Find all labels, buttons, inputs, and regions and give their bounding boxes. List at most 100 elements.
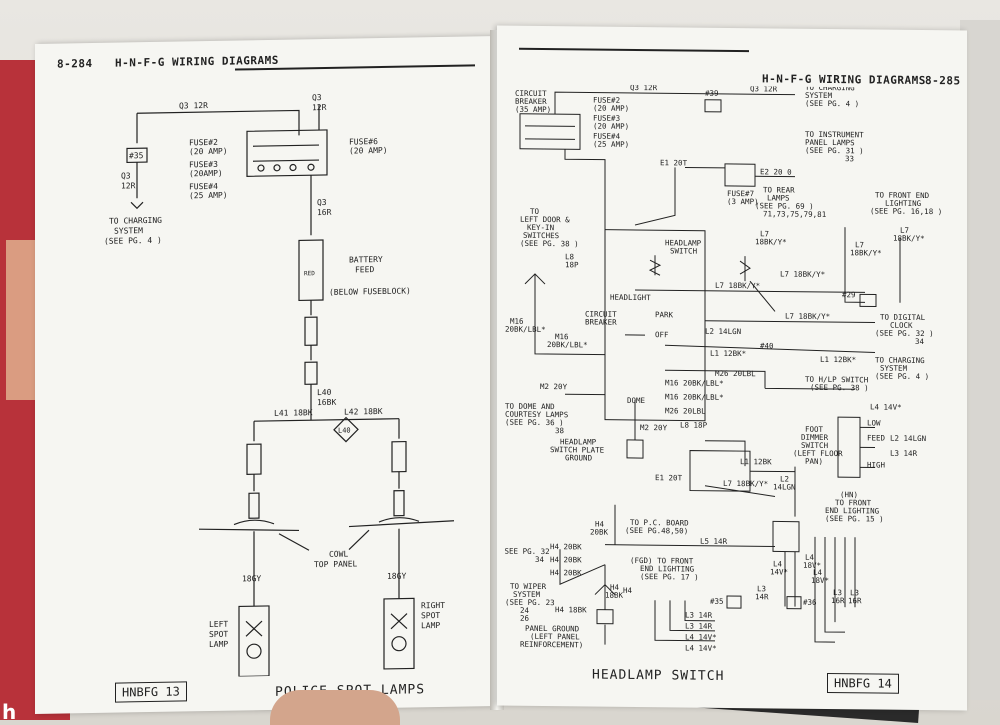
destination-label: LIGHTING bbox=[885, 199, 922, 208]
wire-label: 14R bbox=[755, 592, 769, 601]
breaker-label: (35 AMP) bbox=[515, 105, 551, 114]
connector-label: #35 bbox=[710, 597, 724, 606]
switch-position: LOW bbox=[867, 418, 881, 427]
wire-label: L41 18BK bbox=[274, 408, 313, 418]
destination-label: (SEE PG. 4 ) bbox=[805, 99, 859, 109]
destination-label: (SEE PG. 16,18 ) bbox=[870, 206, 942, 216]
connector-label: #29 bbox=[842, 290, 856, 299]
police-spot-lamps-diagram: Q3 12R #35 Q3 12R TO CHARGING SYSTEM (SE… bbox=[104, 93, 455, 678]
wire-label: L7 bbox=[760, 229, 769, 238]
destination-label: TO FRONT bbox=[835, 498, 872, 507]
wire-label: 20BK/LBL* bbox=[547, 340, 588, 349]
fuse-label: FUSE#3 bbox=[189, 160, 218, 170]
wire-label: L4 14V* bbox=[870, 402, 902, 411]
ground-label: (LEFT PANEL bbox=[530, 632, 580, 642]
destination-label: TO CHARGING bbox=[109, 216, 162, 226]
destination-label: KEY-IN bbox=[527, 223, 554, 232]
wire-label: H4 bbox=[595, 520, 605, 529]
destination-label: 33 bbox=[845, 154, 854, 163]
destination-label: (SEE PG. 32 bbox=[505, 547, 550, 557]
wire-label: M26 20LBL bbox=[665, 406, 706, 415]
lamp-label: LEFT bbox=[209, 620, 228, 629]
destination-label: SYSTEM bbox=[513, 590, 541, 599]
connector-label: #39 bbox=[705, 89, 719, 98]
wire-label: Q3 bbox=[317, 198, 327, 207]
fuse-label: (20 AMP) bbox=[349, 146, 388, 156]
destination-label: TO CHARGING bbox=[875, 355, 925, 365]
wire-label: E2 20 0 bbox=[760, 167, 792, 176]
destination-label: 34 bbox=[915, 337, 925, 346]
feed-label: (BELOW FUSEBLOCK) bbox=[329, 286, 411, 296]
left-page: 8-284 H-N-F-G WIRING DIAGRAMS bbox=[35, 35, 497, 715]
tag-label: H4 bbox=[623, 586, 633, 595]
wire-color: RED bbox=[304, 270, 315, 277]
destination-label: (SEE PG.48,50) bbox=[625, 526, 688, 536]
panel-label: COWL bbox=[329, 550, 348, 559]
destination-label: (SEE PG. 38 ) bbox=[810, 383, 869, 393]
ground-label: PANEL GROUND bbox=[525, 624, 580, 634]
destination-label: (SEE PG. 4 ) bbox=[875, 371, 929, 381]
switch-label: (LEFT FLOOR bbox=[793, 449, 843, 459]
wire-label: L3 14R bbox=[685, 611, 713, 620]
wire-label: 14V* bbox=[770, 567, 788, 576]
wire-label: Q3 bbox=[121, 171, 131, 180]
right-page-number: 8-285 bbox=[925, 74, 961, 88]
wire-label: L2 14LGN bbox=[890, 434, 926, 443]
destination-label: 24 bbox=[520, 606, 530, 615]
wire-label: 18V* bbox=[811, 576, 829, 585]
wire-label: H4 20BK bbox=[550, 555, 582, 564]
right-page-header: H-N-F-G WIRING DIAGRAMS bbox=[762, 72, 926, 88]
wire-label: Q3 12R bbox=[630, 84, 658, 93]
right-page-title: HEADLAMP SWITCH bbox=[592, 667, 725, 684]
destination-label: TO bbox=[530, 207, 540, 216]
switch-position: PARK bbox=[655, 310, 674, 319]
destination-label: PANEL LAMPS bbox=[805, 138, 855, 148]
destination-label: (SEE PG. 4 ) bbox=[104, 236, 162, 246]
switch-label: FOOT bbox=[805, 425, 824, 434]
destination-label: (SEE PG. 36 ) bbox=[505, 418, 564, 428]
wire-label: H4 bbox=[610, 583, 620, 592]
destination-label: COURTESY LAMPS bbox=[505, 410, 569, 420]
fuse-label: (20 AMP) bbox=[593, 122, 629, 131]
switch-label: HEADLAMP bbox=[665, 238, 702, 247]
breaker-label: CIRCUIT bbox=[515, 89, 547, 98]
wire-label: L3 bbox=[757, 584, 766, 593]
destination-label: (SEE PG. 69 ) bbox=[755, 201, 814, 211]
switch-label: SWITCH bbox=[801, 441, 829, 450]
wire-label: Q3 bbox=[312, 93, 322, 102]
connector-label: #40 bbox=[760, 341, 774, 350]
wire-label: L3 bbox=[850, 588, 859, 597]
wire-label: L40 bbox=[317, 388, 332, 397]
wire-label: L4 14V* bbox=[685, 644, 717, 653]
destination-label: (SEE PG. 32 ) bbox=[875, 328, 934, 338]
right-page: H-N-F-G WIRING DIAGRAMS 8-285 bbox=[497, 25, 967, 711]
fuse-label: (20 AMP) bbox=[593, 104, 629, 113]
destination-label: TO FRONT END bbox=[875, 190, 930, 200]
wire-label: H4 18BK bbox=[555, 605, 587, 614]
wire-label: H4 20BK bbox=[550, 568, 582, 577]
wire-label: 20BK bbox=[590, 528, 609, 537]
wire-label: L3 bbox=[833, 588, 842, 597]
wire-label: L4 14V* bbox=[685, 633, 717, 642]
destination-label: 34 bbox=[535, 555, 545, 564]
wire-label: 18GY bbox=[387, 572, 406, 581]
switch-label: HEADLIGHT bbox=[610, 293, 651, 302]
panel-label: TOP PANEL bbox=[314, 559, 358, 569]
wire-label: 18BK/Y* bbox=[755, 237, 787, 246]
destination-label: TO DOME AND bbox=[505, 402, 555, 412]
destination-label: TO DIGITAL bbox=[880, 313, 926, 322]
destination-label: SYSTEM bbox=[880, 364, 908, 373]
wire-label: L4 bbox=[773, 559, 783, 568]
lamp-label: SPOT bbox=[209, 630, 228, 639]
wire-label: L7 18BK/Y* bbox=[785, 312, 830, 321]
wire-label: L1 12BK bbox=[740, 457, 772, 466]
wire-label: 16BK bbox=[317, 398, 336, 407]
lamp-label: LAMP bbox=[421, 621, 440, 630]
wire-label: L1 12BK* bbox=[710, 349, 746, 358]
headlamp-switch-diagram: CIRCUIT BREAKER (35 AMP) Q3 12R #39 Q3 1… bbox=[505, 84, 942, 653]
fuse-label: (20 AMP) bbox=[189, 147, 228, 157]
right-page-code: HNBFG 14 bbox=[827, 672, 899, 694]
destination-label: TO WIPER bbox=[510, 582, 547, 591]
destination-label: END LIGHTING bbox=[640, 564, 695, 574]
destination-label: (SEE PG. 15 ) bbox=[825, 514, 884, 524]
